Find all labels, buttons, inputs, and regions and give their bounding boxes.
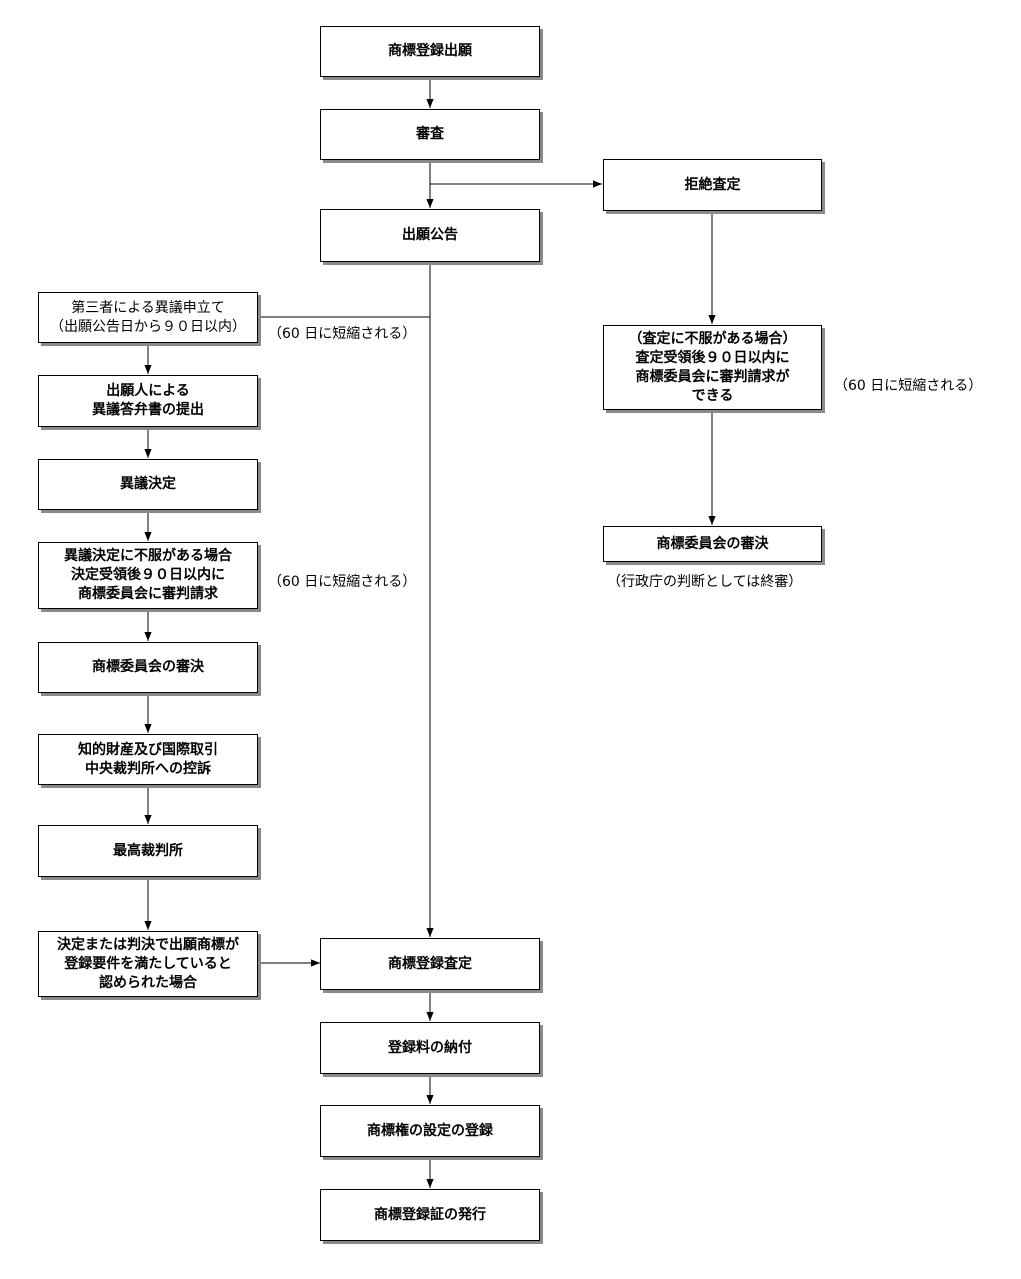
- opposition-board-decision-box: 商標委員会の審決: [38, 642, 258, 693]
- publication-box: 出願公告: [320, 209, 540, 262]
- final-instance-note: （行政庁の判断としては終審）: [607, 574, 803, 590]
- rejection-board-decision-box: 商標委員会の審決: [603, 526, 822, 562]
- opposition-appeal-box: 異議決定に不服がある場合 決定受領後９０日以内に 商標委員会に審判請求: [38, 542, 258, 609]
- rejection-shortened-note: （60 日に短縮される）: [834, 378, 983, 394]
- right-registration-box: 商標権の設定の登録: [320, 1105, 540, 1157]
- registration-decision-box: 商標登録査定: [320, 938, 540, 990]
- answer-box: 出願人による 異議答弁書の提出: [38, 375, 258, 427]
- opposition-box: 第三者による異議申立て （出願公告日から９０日以内）: [38, 292, 258, 343]
- ip-court-box: 知的財産及び国際取引 中央裁判所への控訴: [38, 734, 258, 785]
- opposition-appeal-shortened-note: （60 日に短縮される）: [268, 574, 417, 590]
- rejection-box: 拒絶査定: [603, 159, 822, 211]
- fee-payment-box: 登録料の納付: [320, 1022, 540, 1074]
- supreme-court-box: 最高裁判所: [38, 825, 258, 877]
- examination-box: 審査: [320, 109, 540, 160]
- favorable-outcome-box: 決定または判決で出願商標が 登録要件を満たしていると 認められた場合: [38, 931, 258, 997]
- rejection-appeal-box: （査定に不服がある場合） 査定受領後９０日以内に 商標委員会に審判請求が できる: [603, 325, 822, 410]
- opposition-decision-box: 異議決定: [38, 459, 258, 510]
- opposition-shortened-note: （60 日に短縮される）: [268, 326, 417, 342]
- certificate-issue-box: 商標登録証の発行: [320, 1189, 540, 1241]
- application-box: 商標登録出願: [320, 26, 540, 77]
